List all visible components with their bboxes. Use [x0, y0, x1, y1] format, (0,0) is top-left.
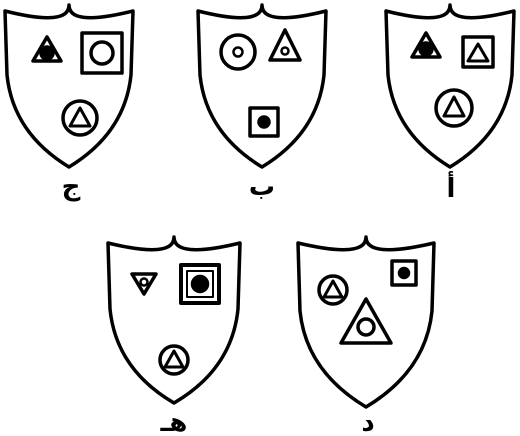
shield-c-outline [5, 5, 133, 167]
shield-a-outline [386, 5, 514, 167]
shield-c-circle-with-triangle [63, 101, 97, 135]
shield-label-b: ب [249, 172, 275, 202]
shield-d [298, 237, 434, 407]
shield-label-a: أ [447, 171, 456, 204]
shield-c-square-with-circle [82, 33, 122, 73]
shield-d-circle-with-triangle [319, 276, 347, 304]
shield-label-e: هـ [160, 408, 188, 436]
shield-a-square-with-triangle [463, 37, 493, 67]
shield-a [386, 5, 514, 167]
shield-c [5, 5, 133, 167]
shield-c-triangle-with-dot [33, 37, 61, 61]
shield-b-outline [198, 5, 326, 167]
shield-e-outline [108, 237, 240, 403]
shield-b-circle-with-small-circle [221, 35, 255, 69]
shield-d-square-with-dot [392, 261, 416, 285]
shield-e-square-with-dot [181, 265, 219, 303]
shield-a-circle-with-triangle [436, 90, 472, 126]
shield-b-triangle-with-small-circle [270, 30, 300, 60]
shield-d-triangle-with-circle [341, 299, 391, 343]
shield-b [198, 5, 326, 167]
shield-a-triangle-with-dot [412, 33, 440, 57]
shield-label-c: ج [62, 172, 81, 202]
shield-label-d: د [361, 408, 374, 436]
shield-e-circle-with-triangle [160, 346, 188, 374]
shield-b-square-with-dot [250, 108, 278, 136]
shield-e-inverted-triangle-with-circle [132, 274, 156, 294]
shield-e [108, 237, 240, 403]
